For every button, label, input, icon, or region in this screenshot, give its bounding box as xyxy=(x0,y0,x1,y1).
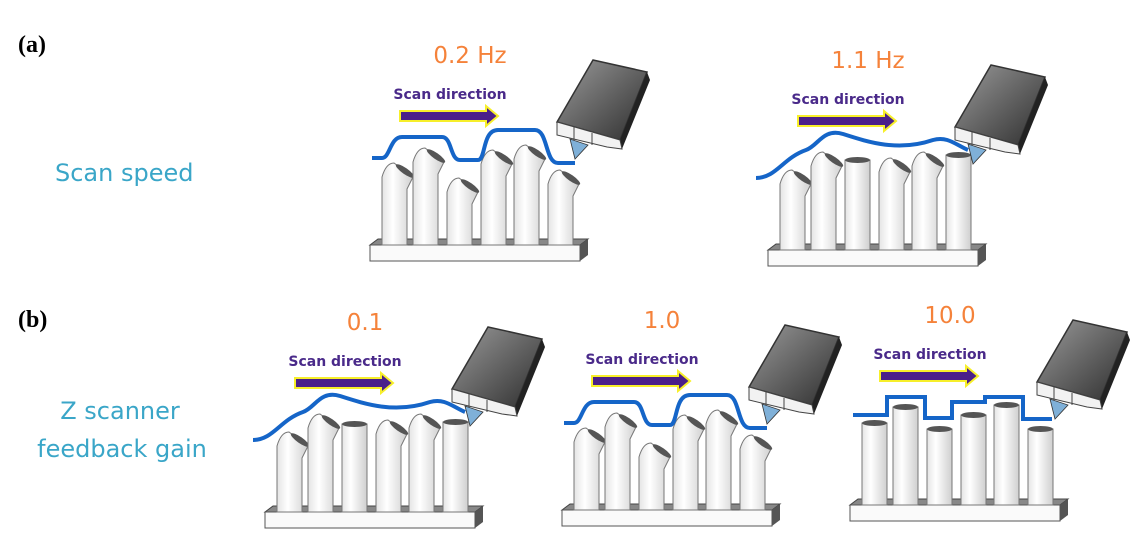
pillar xyxy=(892,404,919,506)
pillar xyxy=(844,157,871,251)
scan-direction-label: Scan direction xyxy=(393,87,506,103)
tilted-pillar xyxy=(408,413,442,513)
parameter-value: 1.0 xyxy=(644,308,681,334)
substrate-side xyxy=(772,504,780,526)
scan-direction-arrow-icon xyxy=(879,363,980,389)
row-b-label-line1: Z scanner xyxy=(60,397,180,425)
scan-direction-arrow-icon xyxy=(294,370,395,396)
tilted-pillar xyxy=(446,177,480,246)
parameter-value: 0.1 xyxy=(347,310,384,336)
substrate-side xyxy=(475,506,483,528)
tip-icon xyxy=(967,143,987,165)
row-b-label-line2: feedback gain xyxy=(37,435,207,463)
pillar xyxy=(960,412,987,506)
tilted-pillar xyxy=(638,442,672,511)
scan-direction-label: Scan direction xyxy=(791,92,904,108)
topography-trace xyxy=(372,128,575,165)
tilted-pillar xyxy=(547,169,581,246)
tilted-pillar xyxy=(513,144,547,246)
tilted-pillar xyxy=(375,419,409,513)
scan-direction-arrow-icon xyxy=(399,103,500,129)
tip-icon xyxy=(761,403,781,425)
tilted-pillar xyxy=(810,151,844,251)
scan-direction-label: Scan direction xyxy=(873,347,986,363)
tilted-pillar xyxy=(604,412,638,511)
tilted-pillar xyxy=(739,434,773,511)
afm-panel: 0.2 Hz Scan direction xyxy=(368,43,650,262)
topography-trace xyxy=(755,130,969,180)
tip-icon xyxy=(464,405,484,427)
cantilever-icon xyxy=(450,326,545,427)
substrate xyxy=(849,504,1061,522)
pillar xyxy=(926,426,953,506)
topography-trace xyxy=(252,392,466,442)
tilted-pillar xyxy=(779,169,813,251)
tilted-pillar xyxy=(412,147,446,246)
pillar xyxy=(945,152,972,251)
topography-trace xyxy=(564,393,767,430)
parameter-value: 1.1 Hz xyxy=(831,48,904,74)
substrate-side xyxy=(580,239,588,261)
tilted-pillar xyxy=(573,427,607,511)
topography-trace xyxy=(853,395,1052,421)
substrate xyxy=(767,249,979,267)
substrate xyxy=(369,244,581,262)
tilted-pillar xyxy=(480,149,514,246)
tilted-pillar xyxy=(672,414,706,511)
tip-icon xyxy=(1049,398,1069,420)
scan-direction-label: Scan direction xyxy=(585,352,698,368)
substrate xyxy=(264,511,476,529)
tilted-pillar xyxy=(911,151,945,251)
substrate-side xyxy=(1060,499,1068,521)
scan-direction-arrow-icon xyxy=(797,108,898,134)
pillar xyxy=(442,419,469,513)
parameter-value: 0.2 Hz xyxy=(433,43,506,69)
tilted-pillar xyxy=(276,431,310,513)
cantilever-icon xyxy=(1035,319,1130,420)
pillar xyxy=(993,402,1020,506)
parameter-value: 10.0 xyxy=(924,303,975,329)
cantilever-icon xyxy=(555,59,650,160)
afm-panel: 1.1 Hz Scan direction xyxy=(755,48,1048,267)
substrate-side xyxy=(978,244,986,266)
cantilever-icon xyxy=(953,64,1048,165)
substrate xyxy=(561,509,773,527)
tip-icon xyxy=(569,138,589,160)
cantilever-icon xyxy=(747,324,842,425)
row-a-tag: (a) xyxy=(18,32,46,58)
pillar xyxy=(341,421,368,513)
row-b-tag: (b) xyxy=(18,307,47,333)
row-a-label: Scan speed xyxy=(55,159,193,187)
scan-direction-label: Scan direction xyxy=(288,354,401,370)
tilted-pillar xyxy=(381,162,415,246)
tilted-pillar xyxy=(307,413,341,513)
tilted-pillar xyxy=(705,409,739,511)
tilted-pillar xyxy=(878,157,912,251)
scan-direction-arrow-icon xyxy=(591,368,692,394)
pillar xyxy=(1027,426,1054,506)
pillar xyxy=(861,420,888,506)
